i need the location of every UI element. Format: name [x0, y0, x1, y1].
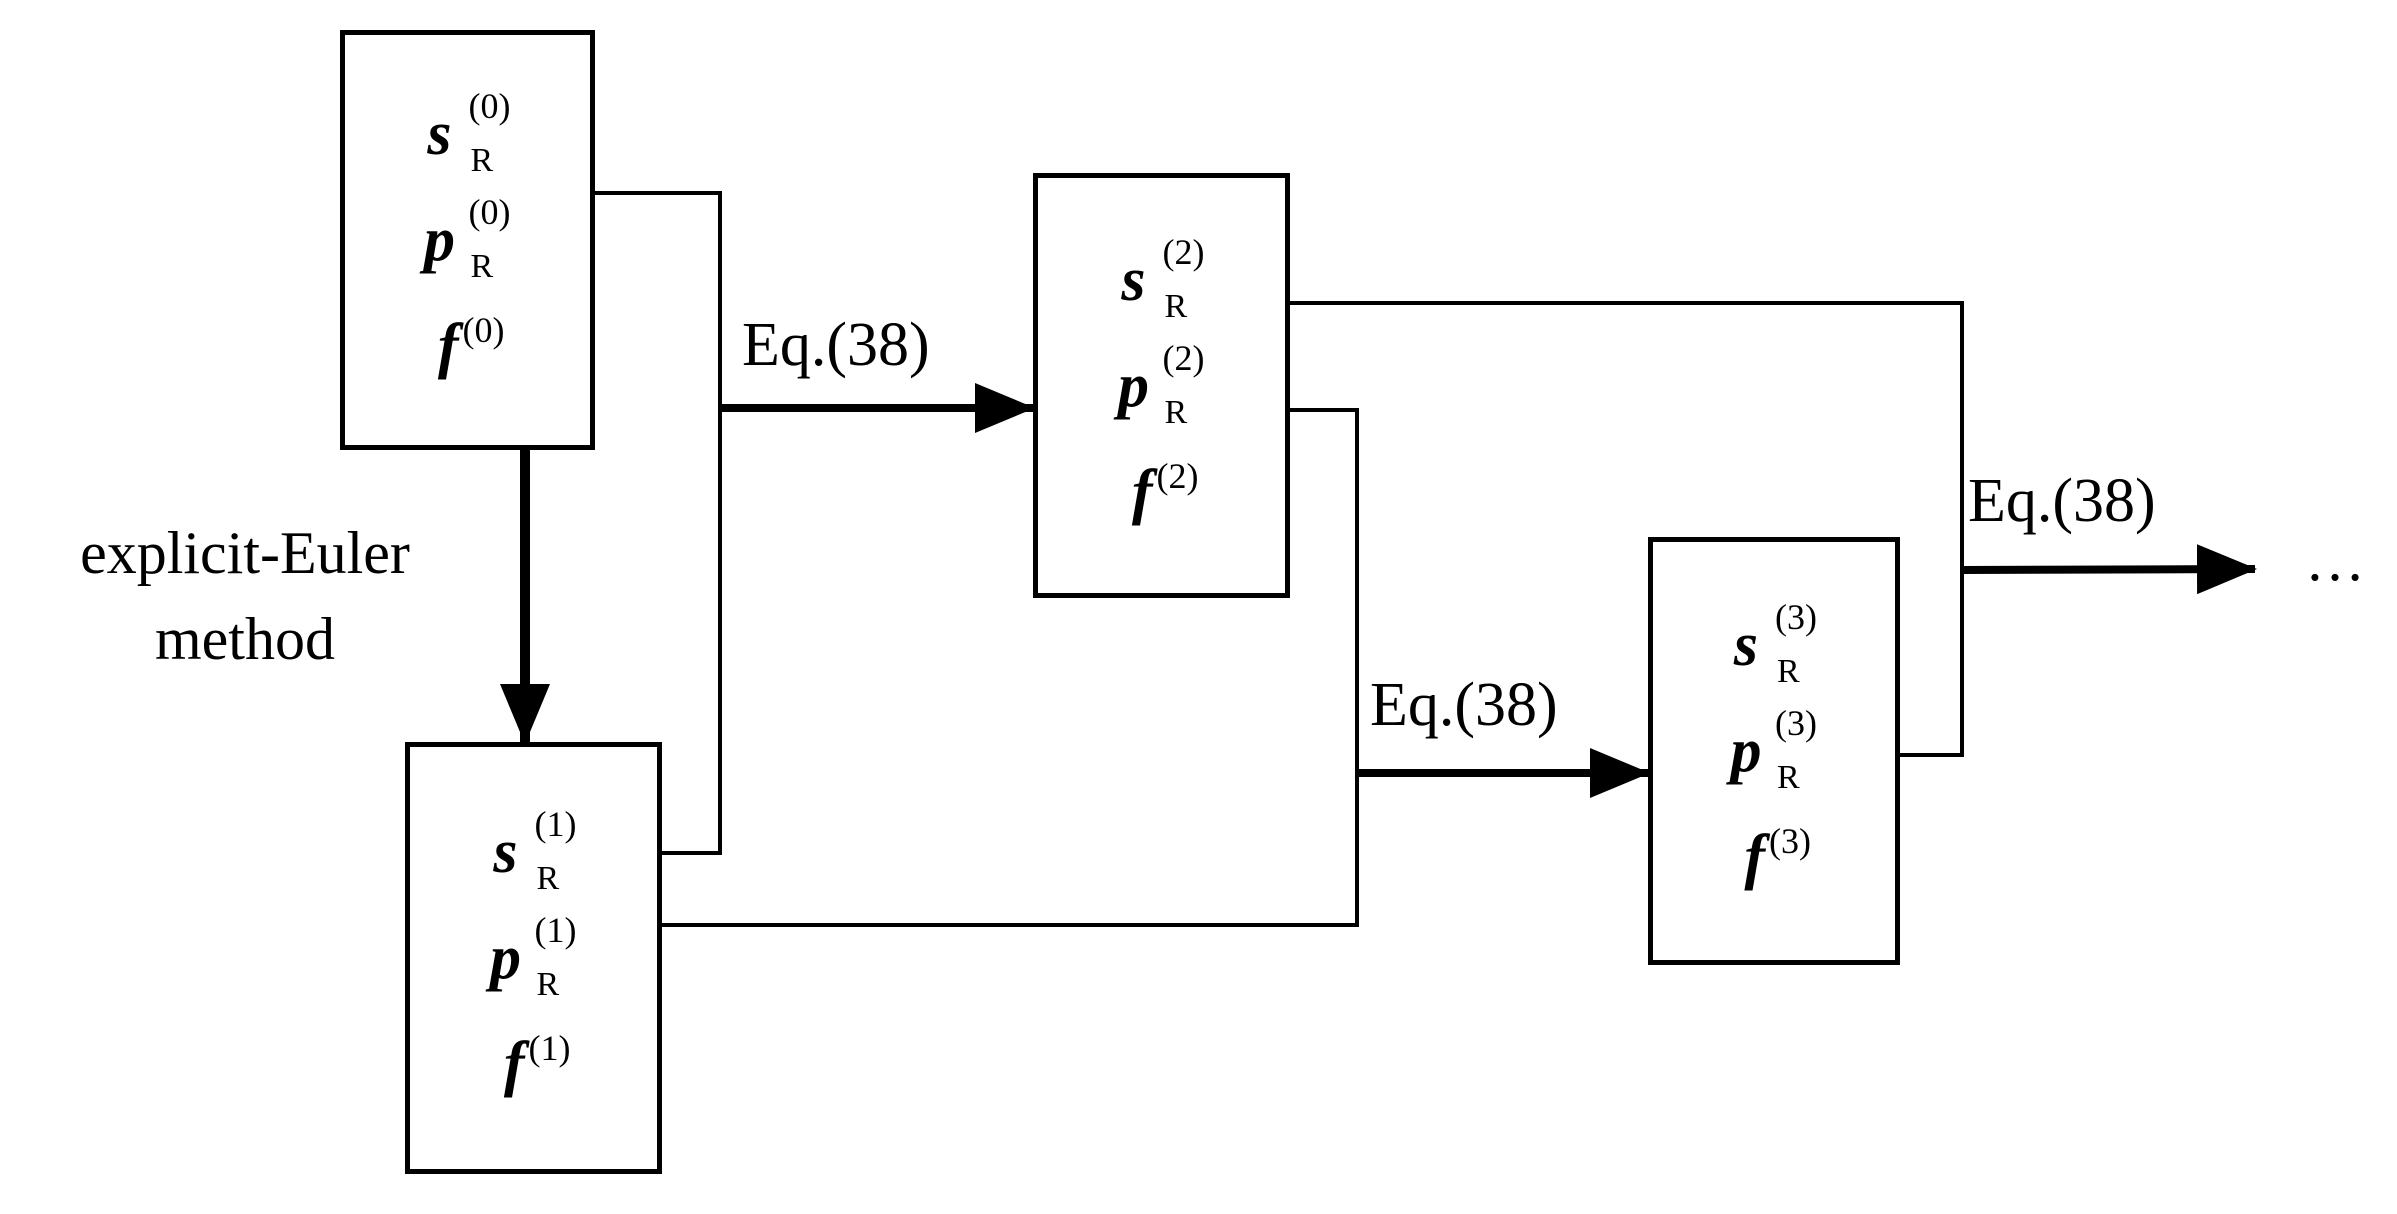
arrow-eq3: [1961, 544, 2257, 595]
eq-label-1: Eq.(38): [742, 311, 930, 379]
connector-box3: [1900, 570, 1964, 757]
method-label-line1: explicit-Euler: [80, 520, 410, 586]
method-label-line2: method: [155, 606, 335, 672]
connector-box1-upper: [662, 408, 722, 855]
ellipsis-label: …: [2305, 527, 2365, 593]
connector-box1-lower: [662, 773, 1359, 927]
f-1: f(1): [503, 1028, 571, 1098]
eq-label-2: Eq.(38): [1370, 671, 1558, 739]
f-3: f(3): [1744, 821, 1811, 891]
f-0: f(0): [437, 310, 505, 380]
connector-box2-upper: [1290, 301, 1964, 570]
connector-box2-lower: [1290, 408, 1359, 773]
f-2: f(2): [1131, 455, 1199, 526]
eq-label-3: Eq.(38): [1968, 467, 2156, 535]
method-label: explicit-Euler method: [10, 510, 480, 682]
connector-box0: [595, 191, 722, 408]
